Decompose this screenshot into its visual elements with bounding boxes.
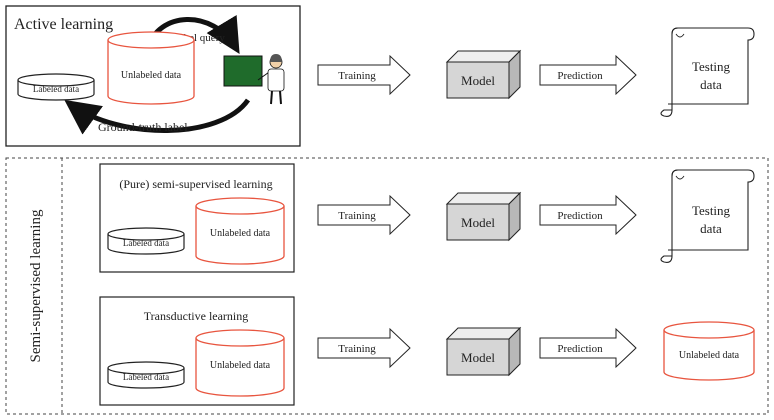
transductive-labeled-data-cylinder: Labeled data [107, 361, 185, 389]
pure-training-text: Training [338, 210, 376, 222]
transductive-learning-panel: Transductive learning Labeled data Unlab… [99, 296, 295, 406]
prediction-text: Prediction [557, 70, 603, 82]
active-learning-panel: Active learning Label query Ground-truth… [5, 5, 301, 147]
prediction-arrow: Prediction [539, 54, 637, 96]
transductive-output-label: Unlabeled data [679, 350, 740, 361]
transductive-training-text: Training [338, 343, 376, 355]
pure-model-text: Model [461, 215, 495, 230]
data-text: data [700, 77, 722, 92]
pure-testing-data-scroll: Testing data [660, 169, 755, 263]
transductive-unlabeled-data-label: Unlabeled data [210, 360, 271, 371]
training-text: Training [338, 70, 376, 82]
pure-labeled-data-cylinder: Labeled data [107, 227, 185, 255]
pure-prediction-arrow: Prediction [539, 194, 637, 236]
model-text: Model [461, 73, 495, 88]
pure-semi-supervised-title: (Pure) semi-supervised learning [119, 177, 272, 191]
labeled-data-label: Labeled data [33, 84, 79, 94]
semi-supervised-section: Semi-supervised learning [5, 157, 769, 415]
teacher-at-board-icon [223, 54, 285, 105]
pure-data-text: data [700, 221, 722, 236]
transductive-labeled-data-label: Labeled data [123, 372, 169, 382]
unlabeled-data-label: Unlabeled data [121, 70, 182, 81]
active-learning-title: Active learning [14, 16, 113, 33]
transductive-training-arrow: Training [317, 327, 411, 369]
pure-unlabeled-data-label: Unlabeled data [210, 228, 271, 239]
pure-training-arrow: Training [317, 194, 411, 236]
pure-prediction-text: Prediction [557, 210, 603, 222]
transductive-output-unlabeled-cylinder: Unlabeled data [663, 321, 755, 381]
labeled-data-cylinder: Labeled data [17, 73, 95, 101]
ground-truth-arrow [64, 98, 251, 135]
training-arrow: Training [317, 54, 411, 96]
testing-data-scroll: Testing data [660, 27, 755, 117]
ground-truth-text: Ground-truth label [98, 120, 188, 134]
transductive-learning-title: Transductive learning [144, 309, 249, 323]
transductive-model-text: Model [461, 350, 495, 365]
model-cube: Model [445, 49, 522, 100]
pure-unlabeled-data-cylinder: Unlabeled data [195, 197, 285, 265]
semi-supervised-section-label: Semi-supervised learning [28, 209, 44, 362]
pure-labeled-data-label: Labeled data [123, 238, 169, 248]
unlabeled-data-cylinder: Unlabeled data [107, 31, 195, 105]
pure-testing-text: Testing [692, 203, 731, 218]
pure-model-cube: Model [445, 191, 522, 242]
transductive-model-cube: Model [445, 326, 522, 377]
transductive-unlabeled-data-cylinder: Unlabeled data [195, 329, 285, 397]
transductive-prediction-arrow: Prediction [539, 327, 637, 369]
testing-text: Testing [692, 59, 731, 74]
transductive-prediction-text: Prediction [557, 343, 603, 355]
pure-semi-supervised-panel: (Pure) semi-supervised learning Labeled … [99, 163, 295, 273]
